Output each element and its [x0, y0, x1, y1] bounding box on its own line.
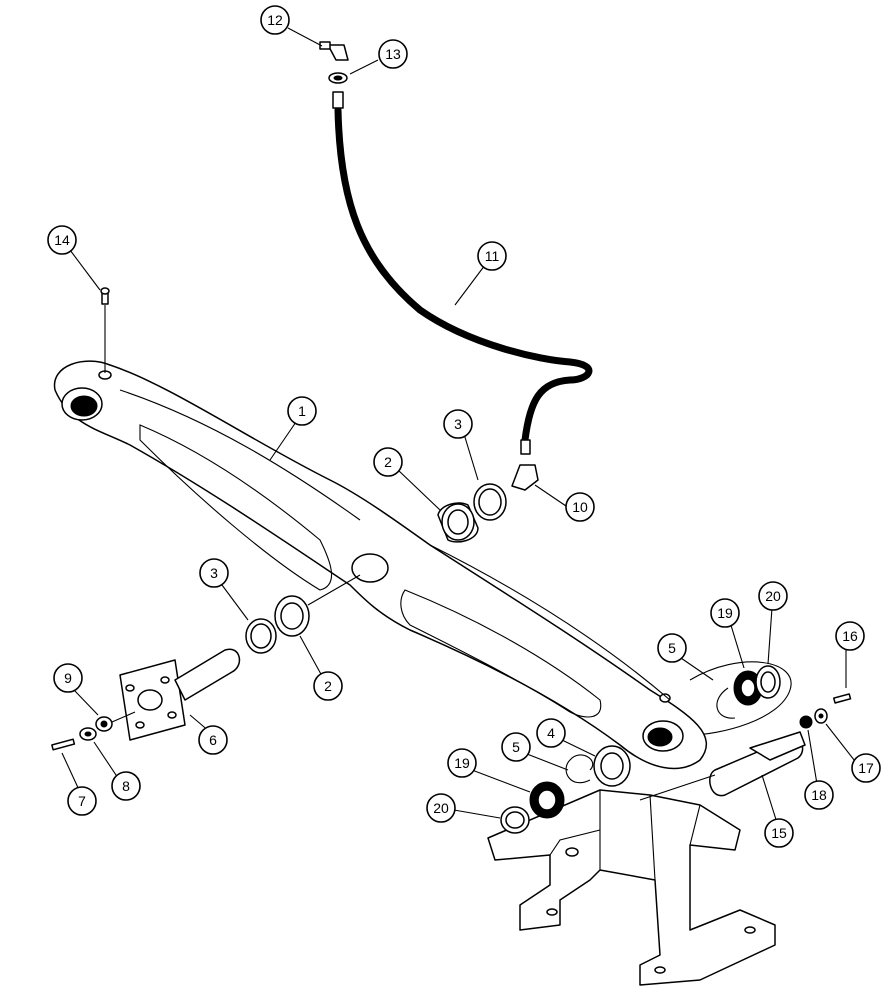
callout-8: 8 — [111, 771, 141, 801]
washer-8 — [79, 727, 97, 741]
seal-19-lower — [529, 781, 565, 819]
svg-text:7: 7 — [78, 793, 86, 809]
svg-text:20: 20 — [433, 800, 449, 816]
axle-beam — [53, 360, 707, 770]
callout-12: 12 — [260, 5, 290, 35]
nut-9 — [95, 716, 113, 732]
svg-text:13: 13 — [385, 46, 401, 62]
svg-text:19: 19 — [717, 605, 733, 621]
svg-text:12: 12 — [267, 12, 283, 28]
pivot-pin-plate — [111, 648, 241, 741]
callout-18: 18 — [804, 780, 834, 810]
svg-text:1: 1 — [298, 403, 306, 419]
callout-15: 15 — [764, 818, 794, 848]
callout-20-lower: 20 — [426, 793, 456, 823]
svg-text:14: 14 — [54, 232, 70, 248]
svg-text:18: 18 — [811, 787, 827, 803]
callout-11: 11 — [477, 241, 507, 271]
callout-2-lower: 2 — [313, 671, 343, 701]
callout-3-upper: 3 — [443, 409, 473, 439]
svg-text:2: 2 — [384, 454, 392, 470]
bolt-16 — [833, 693, 852, 704]
callout-5-upper: 5 — [657, 633, 687, 663]
svg-text:15: 15 — [771, 825, 787, 841]
washer-17 — [814, 708, 828, 724]
grease-fitting — [100, 287, 110, 305]
elbow-fitting-top — [319, 41, 349, 61]
svg-text:5: 5 — [512, 739, 520, 755]
bushing-2-upper — [437, 502, 479, 543]
svg-text:16: 16 — [842, 628, 858, 644]
svg-text:10: 10 — [572, 499, 588, 515]
callout-3-lower: 3 — [199, 558, 229, 588]
svg-text:6: 6 — [209, 732, 217, 748]
callout-16: 16 — [835, 621, 865, 651]
axle-support-bracket — [487, 661, 792, 986]
callout-2-upper: 2 — [373, 447, 403, 477]
ring-3-upper — [473, 483, 507, 521]
svg-text:11: 11 — [485, 248, 500, 264]
callout-13: 13 — [378, 39, 408, 69]
callout-14: 14 — [47, 225, 77, 255]
callout-10: 10 — [565, 492, 595, 522]
callout-5-lower: 5 — [501, 732, 531, 762]
callout-17: 17 — [851, 753, 881, 783]
elbow-fitting-bottom — [511, 464, 539, 491]
svg-text:3: 3 — [454, 416, 462, 432]
callout-9: 9 — [53, 663, 83, 693]
svg-text:3: 3 — [210, 565, 218, 581]
svg-text:17: 17 — [858, 760, 874, 776]
ring-3-lower — [245, 618, 277, 654]
svg-text:2: 2 — [324, 678, 332, 694]
callout-1: 1 — [287, 396, 317, 426]
bushing-2-lower — [274, 595, 310, 637]
pivot-pin-15 — [639, 731, 806, 801]
hydraulic-hose — [332, 91, 593, 455]
ring-20-upper — [755, 665, 781, 699]
svg-text:19: 19 — [454, 755, 470, 771]
snap-ring-5-lower — [565, 754, 594, 784]
callout-19-lower: 19 — [447, 748, 477, 778]
snap-ring-5-upper — [716, 687, 736, 719]
callout-7: 7 — [67, 786, 97, 816]
svg-text:4: 4 — [547, 725, 555, 741]
nut-13 — [328, 72, 348, 84]
bushing-4 — [593, 745, 631, 787]
ring-20-lower — [500, 806, 530, 834]
bolt-7 — [51, 738, 76, 751]
svg-text:9: 9 — [64, 670, 72, 686]
svg-text:20: 20 — [765, 588, 781, 604]
nut-18 — [799, 715, 813, 729]
callout-19-upper: 19 — [710, 598, 740, 628]
callout-6: 6 — [198, 725, 228, 755]
callout-4: 4 — [536, 718, 566, 748]
svg-text:8: 8 — [122, 778, 130, 794]
callout-20-upper: 20 — [758, 581, 788, 611]
svg-text:5: 5 — [668, 640, 676, 656]
